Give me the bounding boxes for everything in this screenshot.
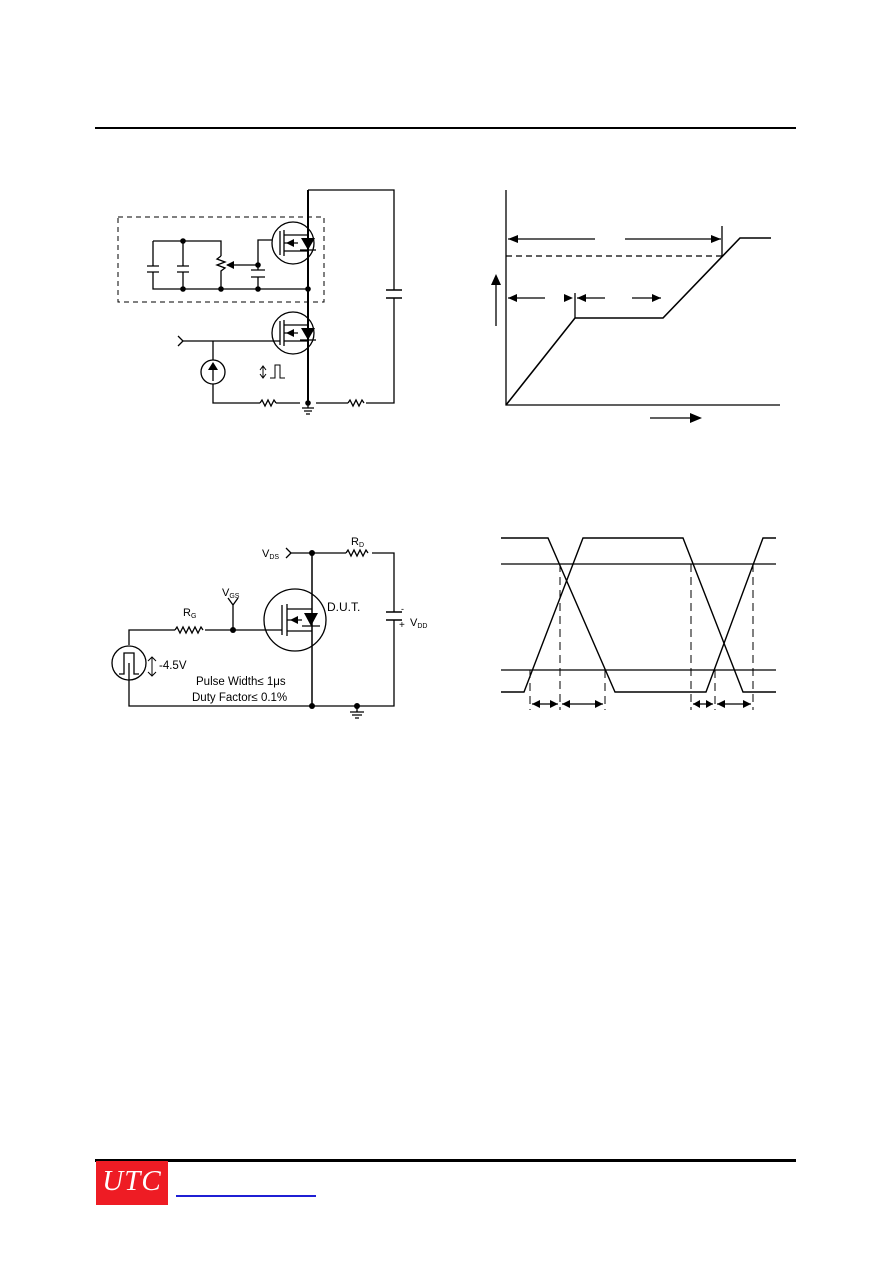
vgs-probe: [227, 597, 239, 630]
regulator-cap-2: [177, 241, 189, 289]
switching-junctions: [230, 550, 360, 709]
gate-charge-test-circuit: [117, 189, 402, 415]
pulse-amplitude-arrow-2: [147, 656, 157, 677]
source-wiring: [212, 341, 348, 404]
gate-resistor: [174, 625, 204, 635]
y-axis-arrowhead: [491, 274, 501, 285]
pulse-amplitude-arrow: [259, 365, 267, 379]
duty-factor-label: Duty Factor≤ 0.1%: [192, 692, 287, 704]
website-link[interactable]: [176, 1195, 316, 1197]
gate-charge-waveform: [491, 190, 780, 423]
pulse-generator-icon: [119, 652, 139, 675]
gate-pulse-icon: [270, 364, 285, 379]
rg-label: RG: [183, 607, 196, 620]
vdd-battery: [386, 611, 402, 621]
switching-dut-mosfet: [263, 588, 327, 652]
pulse-width-label: Pulse Width≤ 1μs: [196, 676, 286, 688]
supply-battery: [386, 289, 402, 299]
charge-markers: [574, 226, 723, 318]
pot-wiper-arrow: [226, 261, 234, 269]
dut-mosfet: [271, 311, 316, 355]
timing-markers: [529, 564, 754, 710]
load-resistor: [347, 398, 365, 408]
regulator-junctions: [180, 238, 311, 292]
regulator-cap-3: [251, 269, 265, 278]
footer-rule: [95, 1159, 796, 1162]
current-regulator-box: [117, 216, 325, 303]
threshold-lines: [501, 563, 776, 671]
vdd-label: VDD: [410, 617, 427, 630]
vgs-label: VGS: [222, 587, 240, 600]
drain-resistor: [345, 548, 369, 558]
vds-label: VDS: [262, 548, 279, 561]
x-axis-arrowhead: [690, 413, 702, 423]
vdd-plus-sign: +: [399, 620, 405, 631]
drain-voltage-waveform: [501, 537, 776, 693]
dut-label: D.U.T.: [327, 600, 360, 614]
gate-charge-curve: [505, 237, 771, 406]
switching-loop: [128, 552, 395, 707]
vdd-minus-sign: -: [401, 604, 404, 614]
rd-label: RD: [351, 536, 364, 549]
gate-input-arrow: [177, 335, 184, 347]
regulator-cap-1: [147, 265, 159, 273]
gate-drive-wire: [128, 629, 282, 645]
switching-ground-icon: [350, 706, 364, 719]
gate-current-source: [200, 359, 226, 385]
pulse-generator: [111, 645, 147, 681]
ground-icon: [302, 403, 314, 415]
sense-resistor: [259, 398, 277, 408]
gate-voltage-waveform: [501, 537, 776, 693]
switching-waveform: [501, 537, 776, 710]
regulator-mosfet: [271, 221, 316, 265]
supply-loop: [308, 189, 395, 404]
timing-arrowheads: [532, 700, 751, 708]
pulse-amplitude-label: -4.5V: [159, 660, 187, 672]
switching-test-circuit: VDS RD VGS RG D.U.T. VDD - + -4.5V Pulse…: [111, 536, 427, 719]
regulator-potentiometer: [215, 255, 227, 289]
header-rule: [95, 127, 796, 129]
vds-input-arrow: [285, 547, 292, 559]
current-source-arrow: [208, 362, 218, 370]
utc-logo: UTC: [96, 1161, 168, 1205]
utc-logo-text: UTC: [102, 1165, 162, 1197]
